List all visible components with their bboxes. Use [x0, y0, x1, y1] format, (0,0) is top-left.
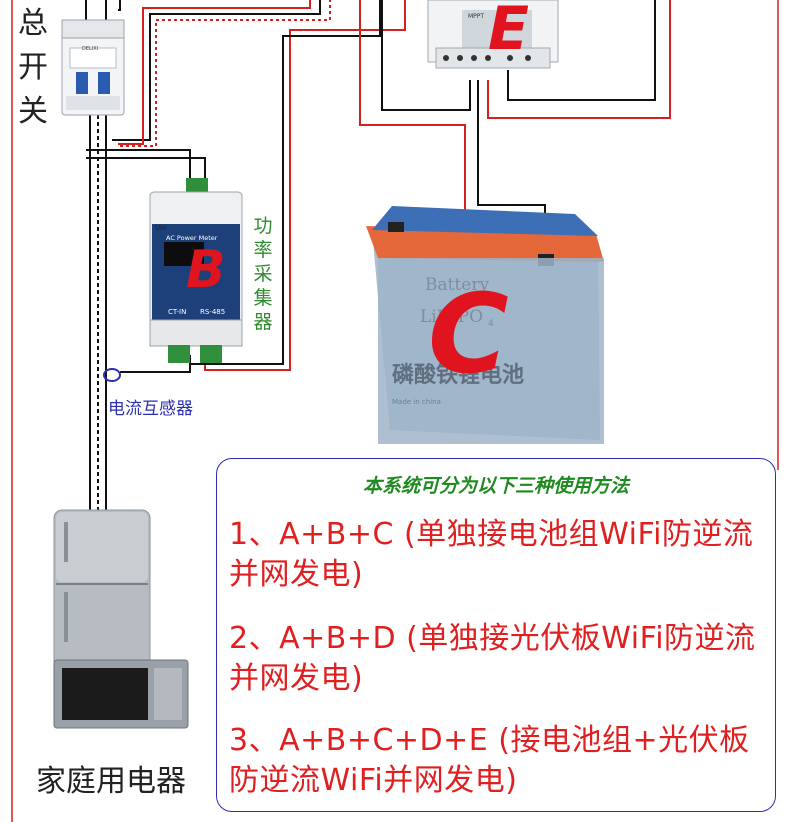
method-3: 3、A+B+C+D+E (接电池组+光伏板防逆流WiFi并网发电)	[229, 723, 750, 798]
method-2: 2、A+B+D (单独接光伏板WiFi防逆流并网发电)	[229, 621, 756, 696]
letter-c: C	[428, 270, 509, 398]
main-switch-char: 开	[18, 50, 48, 85]
meter-uin: Uin	[155, 224, 167, 232]
ct-ring	[103, 368, 121, 382]
usage-methods-panel: 本系统可分为以下三种使用方法 1、A+B+C (单独接电池组WiFi防逆流并网发…	[216, 458, 776, 812]
battery-text1: Battery	[425, 275, 489, 295]
battery	[366, 206, 604, 444]
home-appliances-image	[53, 509, 189, 729]
meter-title: AC Power Meter	[166, 234, 218, 242]
main-switch-label: 总 开 关	[16, 2, 50, 134]
inverter	[427, 0, 559, 69]
breaker-brand: DELIXI	[82, 46, 98, 52]
letter-b: B	[186, 240, 226, 300]
current-transformer-label: 电流互感器	[108, 399, 193, 419]
main-switch-char: 总	[18, 6, 48, 41]
power-collector-char: 采	[253, 263, 273, 285]
battery-text2-sub: 4	[488, 319, 494, 329]
appliances-label: 家庭用电器	[36, 764, 186, 799]
main-breaker	[61, 19, 125, 116]
wires	[85, 0, 671, 510]
battery-text2: LiFePO	[420, 307, 483, 327]
battery-cn: 磷酸铁锂电池	[392, 362, 524, 388]
power-collector-char: 集	[253, 287, 273, 309]
main-switch-char: 关	[18, 94, 48, 129]
battery-made: Made in china	[392, 398, 441, 406]
method-1: 1、A+B+C (单独接电池组WiFi防逆流并网发电)	[229, 517, 754, 592]
meter-ct-in: CT-IN	[168, 308, 186, 316]
inverter-model: MPPT	[468, 13, 484, 20]
power-meter	[149, 178, 243, 363]
meter-rs485: RS-485	[200, 308, 225, 316]
power-collector-char: 功	[253, 215, 273, 237]
panel-title: 本系统可分为以下三种使用方法	[362, 475, 629, 497]
power-collector-char: 率	[253, 239, 273, 261]
power-collector-label: 功 率 采 集 器	[252, 214, 274, 334]
letter-e: E	[488, 0, 529, 64]
power-collector-char: 器	[253, 311, 273, 333]
